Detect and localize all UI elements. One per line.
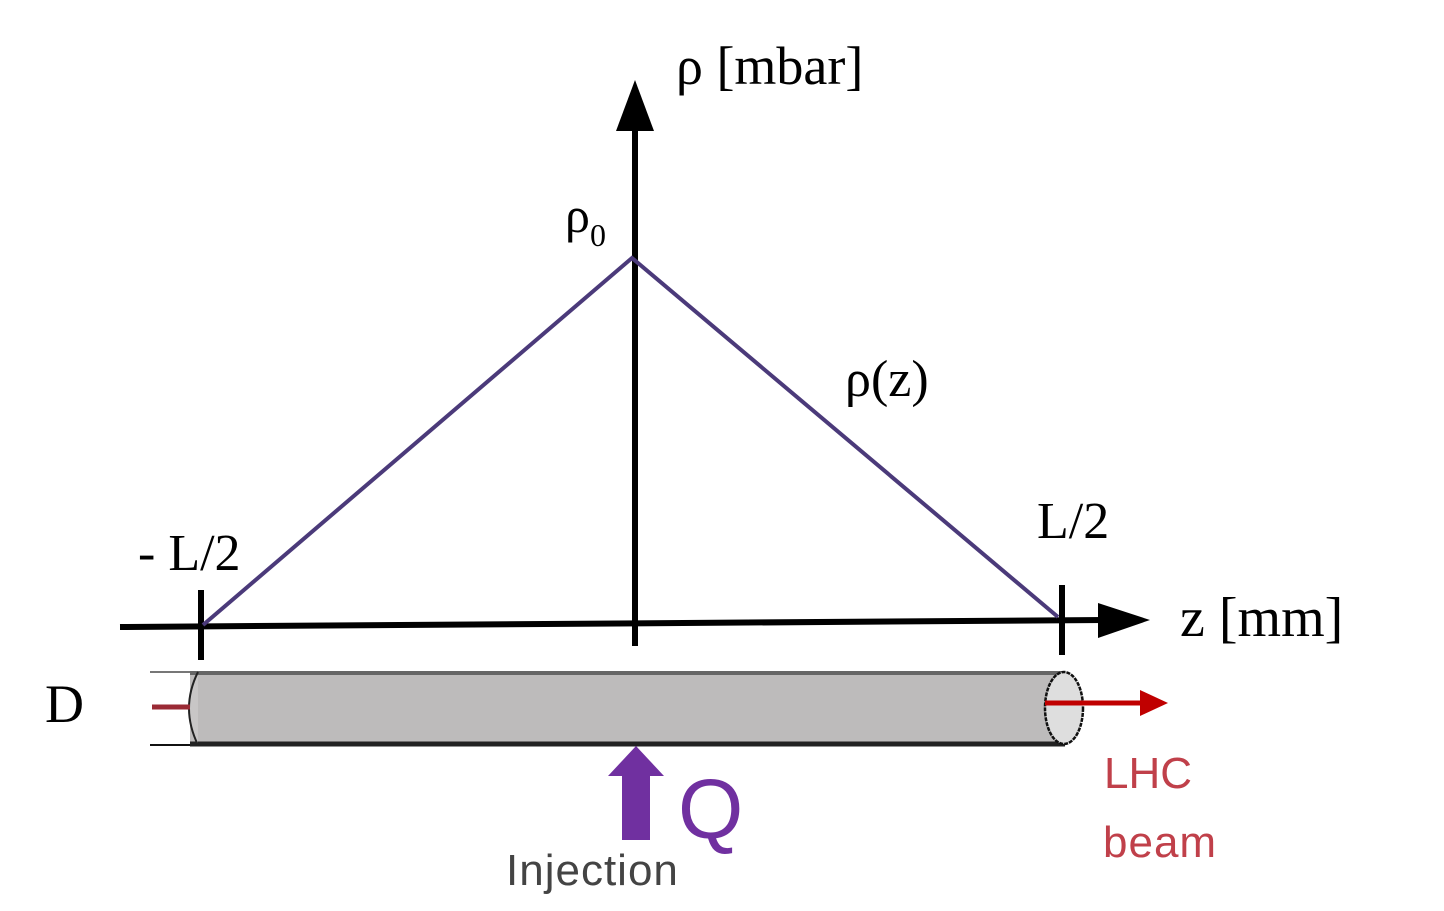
beam-label-line1: LHC (1104, 749, 1192, 798)
rho-axis (616, 80, 654, 646)
y-axis-label: ρ [mbar] (676, 36, 863, 96)
peak-label: ρ0 (565, 187, 606, 253)
curve-label: ρ(z) (845, 351, 929, 408)
beam-pipe (150, 670, 1085, 747)
injection-label: Injection (506, 846, 679, 895)
right-end-label: L/2 (1037, 493, 1109, 550)
pressure-profile-line (201, 255, 1060, 627)
diameter-label: D (45, 674, 84, 734)
injection-arrow (608, 746, 664, 840)
left-end-label: - L/2 (138, 525, 241, 582)
source-label: Q (678, 762, 743, 856)
z-axis (119, 603, 1150, 638)
beam-out-arrow (1045, 690, 1168, 716)
x-axis-label: z [mm] (1180, 587, 1343, 649)
beam-label-line2: beam (1103, 818, 1217, 867)
